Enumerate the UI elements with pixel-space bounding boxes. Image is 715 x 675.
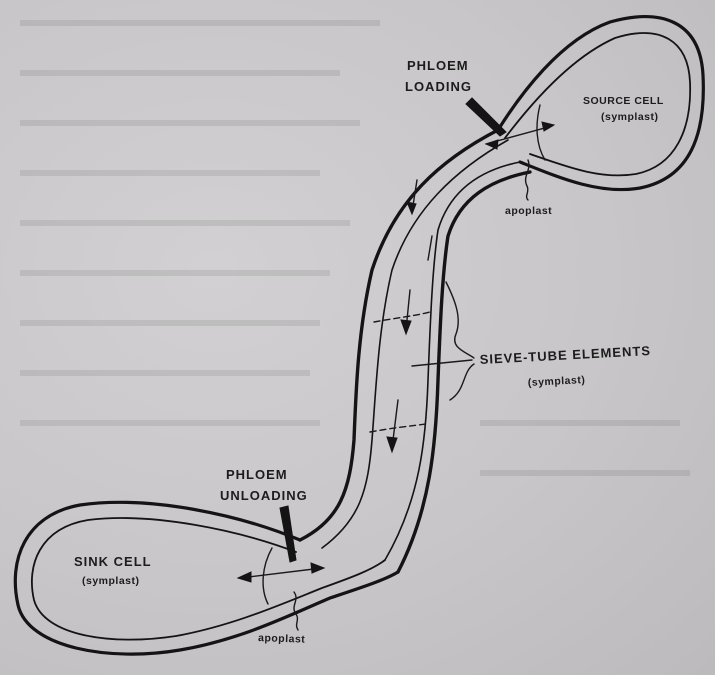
sieve-tube-symplast-label: (symplast) (528, 374, 586, 389)
phloem-loading-label-line2: LOADING (405, 79, 472, 94)
sink-cell-label: SINK CELL (74, 554, 152, 569)
phloem-unloading-pointer (238, 506, 324, 582)
sink-cell-symplast-label: (symplast) (82, 575, 140, 587)
apoplast-lower-label: apoplast (258, 632, 306, 646)
sink-cell-shape (15, 502, 398, 654)
phloem-unloading-label-line1: PHLOEM (226, 467, 288, 482)
source-cell-symplast-label: (symplast) (601, 111, 659, 123)
phloem-unloading-label-line2: UNLOADING (220, 488, 308, 503)
sieve-tube-label: SIEVE-TUBE ELEMENTS (479, 343, 651, 367)
source-cell-label: SOURCE CELL (583, 95, 664, 107)
phloem-loading-label-line1: PHLOEM (407, 58, 469, 73)
apoplast-upper-label: apoplast (505, 205, 552, 217)
